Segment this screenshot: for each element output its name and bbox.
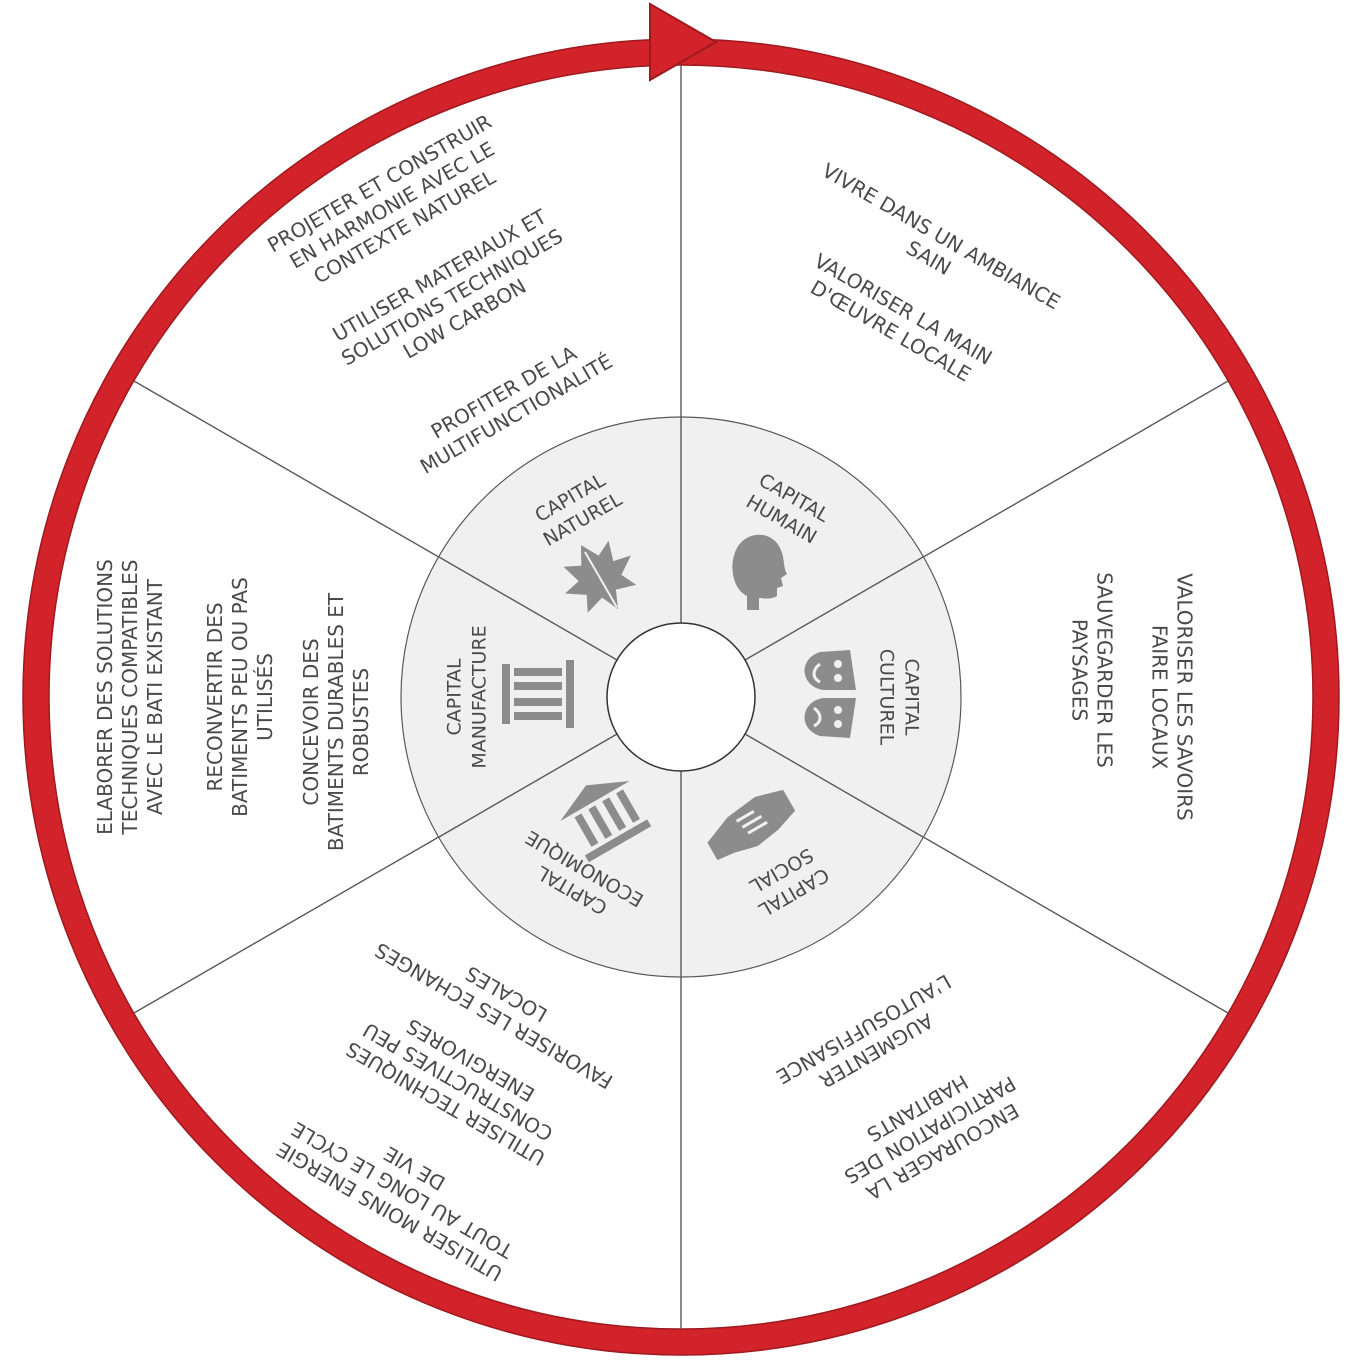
potential-manufacture-3-line: CONCEVOIR DES — [299, 638, 323, 805]
potential-manufacture-2-line: BATIMENTS PEU OU PAS — [228, 577, 252, 817]
ring-arrow-head — [649, 2, 719, 82]
theater-masks-icon — [804, 650, 856, 738]
potential-culturel-1: VALORISER LES SAVOIRSFAIRE LOCAUX — [1148, 573, 1197, 821]
banner-label: POTENTIELS — [216, 286, 324, 425]
leaf-icon — [563, 540, 637, 613]
capital-label-culturel-line: CAPITAL — [901, 658, 923, 735]
potential-humain-2: VALORISER LA MAIND'ŒUVRE LOCALE — [798, 249, 997, 392]
potential-manufacture-1: ELABORER DES SOLUTIONSTECHNIQUES COMPATI… — [93, 559, 167, 835]
capital-label-manufacture-line: MANUFACTURE — [469, 625, 491, 768]
handshake-icon — [707, 789, 796, 861]
potential-labels: PROJETER ET CONSTRUIREN HARMONIE AVEC LE… — [93, 109, 1197, 1286]
inner-divider-upper-right — [744, 556, 924, 661]
column-icon — [502, 660, 574, 728]
potential-manufacture-3-line: ROBUSTES — [349, 668, 373, 776]
potential-manufacture-1-line: ELABORER DES SOLUTIONS — [93, 559, 117, 835]
potential-manufacture-2: RECONVERTIR DESBATIMENTS PEU OU PASUTILI… — [203, 577, 277, 817]
potential-manufacture-2-line: UTILISÉS — [253, 653, 277, 741]
capital-label-culturel: CAPITALCULTUREL — [876, 649, 923, 746]
potential-manufacture-2-line: RECONVERTIR DES — [203, 602, 227, 791]
potential-manufacture-1-line: AVEC LE BATI EXISTANT — [143, 578, 167, 815]
inner-divider-lower-left — [438, 733, 618, 838]
center-hub — [606, 622, 756, 772]
head-profile-icon — [732, 534, 787, 610]
potential-manufacture-3: CONCEVOIR DESBATIMENTS DURABLES ETROBUST… — [299, 592, 373, 851]
potential-culturel-1-line: FAIRE LOCAUX — [1148, 625, 1172, 770]
capital-label-manufacture-line: CAPITAL — [444, 658, 466, 735]
inner-dividers — [438, 417, 924, 977]
potential-manufacture-3-line: BATIMENTS DURABLES ET — [324, 592, 348, 851]
potential-culturel-2-line: SAUVEGARDER LES — [1093, 572, 1117, 768]
potential-manufacture-1-line: TECHNIQUES COMPATIBLES — [118, 560, 142, 836]
potential-culturel-2: SAUVEGARDER LESPAYSAGES — [1068, 572, 1117, 768]
inner-divider-lower-right — [744, 733, 924, 838]
inner-divider-upper-left — [438, 556, 618, 661]
potential-culturel-1-line: VALORISER LES SAVOIRS — [1173, 573, 1197, 821]
potential-culturel-2-line: PAYSAGES — [1068, 619, 1092, 721]
capital-label-culturel-line: CULTUREL — [876, 649, 898, 746]
